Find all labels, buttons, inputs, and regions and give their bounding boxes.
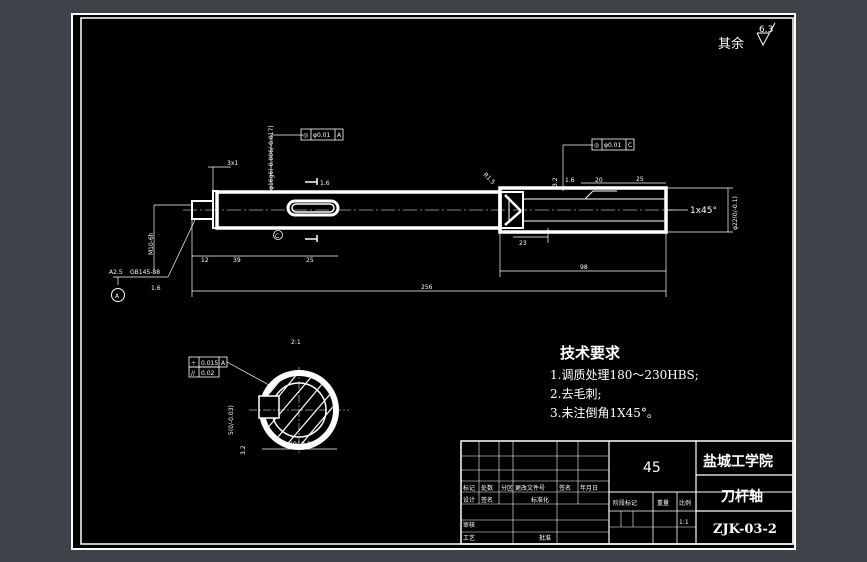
gdt-frame-right: ◎ φ0.01 C <box>591 138 635 151</box>
title-drawing-no: ZJK-03-2 <box>713 522 777 537</box>
dim-20: 20 <box>595 177 603 184</box>
dim-chamfer: 1x45° <box>690 206 717 216</box>
datum-c-circle-icon <box>273 230 283 240</box>
datum-c-label: C <box>275 233 279 240</box>
dim-98: 98 <box>580 264 588 271</box>
dim-roughness-1: 1.6 <box>320 180 330 187</box>
svg-text:0.015: 0.015 <box>201 360 218 367</box>
tb-header-4: 签名 <box>559 484 571 492</box>
datum-a-label: A <box>115 293 120 300</box>
shaft-view <box>183 178 673 242</box>
roughness-symbol-icon <box>756 22 776 47</box>
stage-header-1: 重量 <box>657 499 669 507</box>
tech-req-item-2: 2.去毛刺; <box>550 387 602 401</box>
dim-39: 39 <box>233 257 241 264</box>
svg-text:A: A <box>337 132 342 139</box>
tech-req-item-1: 1.调质处理180～230HBS; <box>550 368 699 382</box>
title-part-name: 刀杆轴 <box>721 488 763 505</box>
section-dim-left: 5(0/-0.03) <box>228 405 235 435</box>
stage-header-0: 阶段标记 <box>613 499 637 507</box>
tb-header-1: 处数 <box>481 484 493 492</box>
svg-text:A: A <box>221 360 226 367</box>
svg-text:φ0.01: φ0.01 <box>313 132 331 139</box>
svg-text:φ0.01: φ0.01 <box>604 142 622 149</box>
dim-25b: 25 <box>636 176 644 183</box>
roughness-label: 其余 <box>718 36 744 52</box>
svg-text:C: C <box>628 142 632 149</box>
svg-text:◎: ◎ <box>594 142 599 149</box>
tech-req-title: 技术要求 <box>560 344 621 362</box>
dim-3x1: 3x1 <box>227 160 238 167</box>
tb-header-0: 标记 <box>463 484 475 492</box>
svg-text:◎: ◎ <box>303 132 308 139</box>
dim-32: 3.2 <box>552 177 559 187</box>
section-circle <box>249 367 349 453</box>
dim-m10: M10-6h <box>148 232 155 255</box>
tb-header-5: 年月日 <box>580 484 598 492</box>
dim-256: 256 <box>421 284 433 291</box>
tb-row-0: 设计 <box>463 496 475 504</box>
drawing-sheet: 其余 6.3 <box>71 13 796 550</box>
dim-r15: R1.5 <box>482 171 497 186</box>
tb-designer-note: 签名 <box>481 496 493 504</box>
title-scale-value: 1:1 <box>679 519 689 526</box>
dim-25: 25 <box>306 257 314 264</box>
gdt-frame-left: ◎ φ0.01 A <box>300 128 344 141</box>
tb-header-3: 更改文件号 <box>515 484 545 492</box>
dim-dia-right: φ22(0/-0.1) <box>732 196 739 230</box>
stage-header-2: 比例 <box>679 499 691 507</box>
title-school: 盐城工学院 <box>703 453 773 470</box>
svg-text://: // <box>191 370 196 377</box>
dim-dia-left: φ16g6(-0.006/-0.017) <box>268 125 275 190</box>
cad-drawing: 其余 6.3 <box>80 17 794 545</box>
dim-roughness-3: 1.6 <box>565 177 575 184</box>
tb-row-4: 批准 <box>539 534 551 542</box>
dim-roughness-2: 1.6 <box>151 285 161 292</box>
dim-gb: GB145-88 <box>130 269 160 276</box>
section-dim-32: 3.2 <box>240 445 247 455</box>
tb-header-2: 分区 <box>501 484 513 492</box>
roughness-value: 6.3 <box>759 25 773 35</box>
title-material: 45 <box>643 460 661 476</box>
tb-row-1: 标准化 <box>531 496 549 504</box>
tb-row-2: 审核 <box>463 521 475 529</box>
dim-12: 12 <box>201 257 209 264</box>
dim-a25: A2.5 <box>109 269 123 276</box>
section-scale: 2:1 <box>291 339 301 346</box>
inner-frame <box>80 17 794 545</box>
section-gdt-1: ÷ 0.015 A <box>188 356 228 368</box>
svg-text:÷: ÷ <box>191 360 196 367</box>
title-block <box>460 440 794 545</box>
tb-row-3: 工艺 <box>463 534 475 542</box>
tech-req-item-3: 3.未注倒角1X45°。 <box>550 405 659 420</box>
datum-a-circle-icon <box>111 288 125 302</box>
svg-text:0.02: 0.02 <box>201 370 215 377</box>
dim-23: 23 <box>519 240 527 247</box>
section-gdt-2: // 0.02 <box>188 366 220 378</box>
dimension-lines <box>113 134 733 297</box>
section-dim-bottom: 14(0/-0.22) <box>283 441 317 448</box>
